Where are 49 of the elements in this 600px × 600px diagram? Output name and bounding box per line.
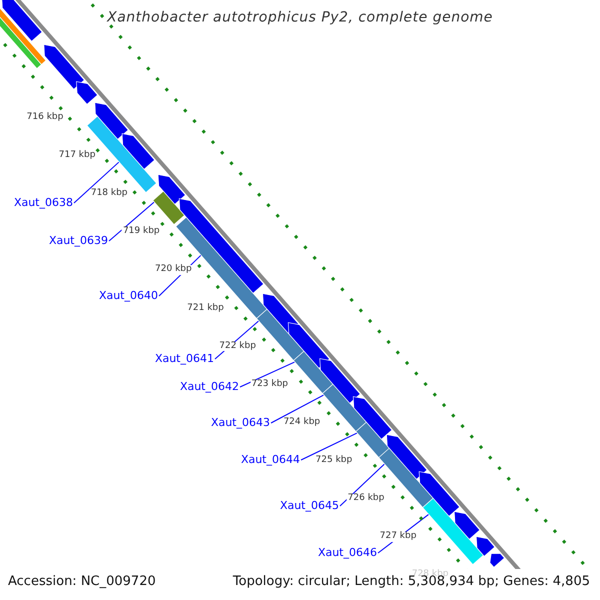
- gene-bar: [319, 358, 361, 404]
- scale-label: 722 kbp: [218, 342, 257, 352]
- scale-label: 719 kbp: [122, 227, 161, 238]
- gene-bar: [422, 498, 484, 565]
- gene-bar: [256, 308, 304, 361]
- scale-label: 727 kbp: [378, 532, 418, 542]
- gene-bar: [418, 471, 460, 517]
- gene-label: Xaut_0643: [210, 416, 270, 430]
- scale-label: 716 kbp: [26, 113, 64, 123]
- gene-bar: [158, 174, 186, 205]
- gene-bar: [1, 0, 43, 42]
- gene-bar: [175, 216, 268, 319]
- leader-line: [108, 201, 155, 242]
- gene-label: Xaut_0640: [98, 290, 158, 302]
- gene-label: Xaut_0642: [180, 380, 239, 394]
- leader-line: [74, 161, 120, 204]
- scale-label: 720 kbp: [154, 265, 193, 276]
- gene-bar: [476, 536, 496, 557]
- leader-line: [340, 463, 385, 506]
- gene-label: Xaut_0638: [14, 196, 73, 210]
- leader-line: [240, 361, 296, 388]
- leader-line: [300, 432, 358, 460]
- accession-text: Accession: NC_009720: [8, 574, 156, 590]
- gene-bar: [322, 384, 367, 432]
- gene-bar: [94, 102, 129, 140]
- gene-label: Xaut_0645: [280, 500, 339, 512]
- gene-bar: [262, 293, 300, 334]
- gene-label: Xaut_0644: [240, 454, 300, 466]
- gene-bar: [386, 434, 428, 480]
- gene-label: Xaut_0646: [318, 546, 377, 560]
- gene-bar: [352, 396, 392, 440]
- genome-title: Xanthobacter autotrophicus Py2, complete genome: [107, 10, 493, 26]
- gene-bar: [293, 350, 334, 394]
- gene-label: Xaut_0641: [154, 352, 214, 366]
- gene-bar: [152, 190, 185, 225]
- scale-label: 718 kbp: [90, 189, 129, 200]
- scale-label: 721 kbp: [186, 304, 225, 314]
- leader-line: [270, 394, 324, 424]
- gene-bar: [454, 511, 480, 540]
- scale-label: 725 kbp: [314, 456, 354, 466]
- gene-label: Xaut_0639: [48, 234, 108, 248]
- gene-bar: [288, 322, 330, 369]
- gene-bar: [44, 44, 85, 90]
- gene-bar: [76, 81, 98, 105]
- scale-label: 724 kbp: [282, 418, 322, 428]
- scale-label: 717 kbp: [58, 151, 96, 162]
- gene-bar: [122, 133, 156, 170]
- scale-label: 726 kbp: [346, 494, 386, 504]
- scale-label: 723 kbp: [250, 380, 290, 390]
